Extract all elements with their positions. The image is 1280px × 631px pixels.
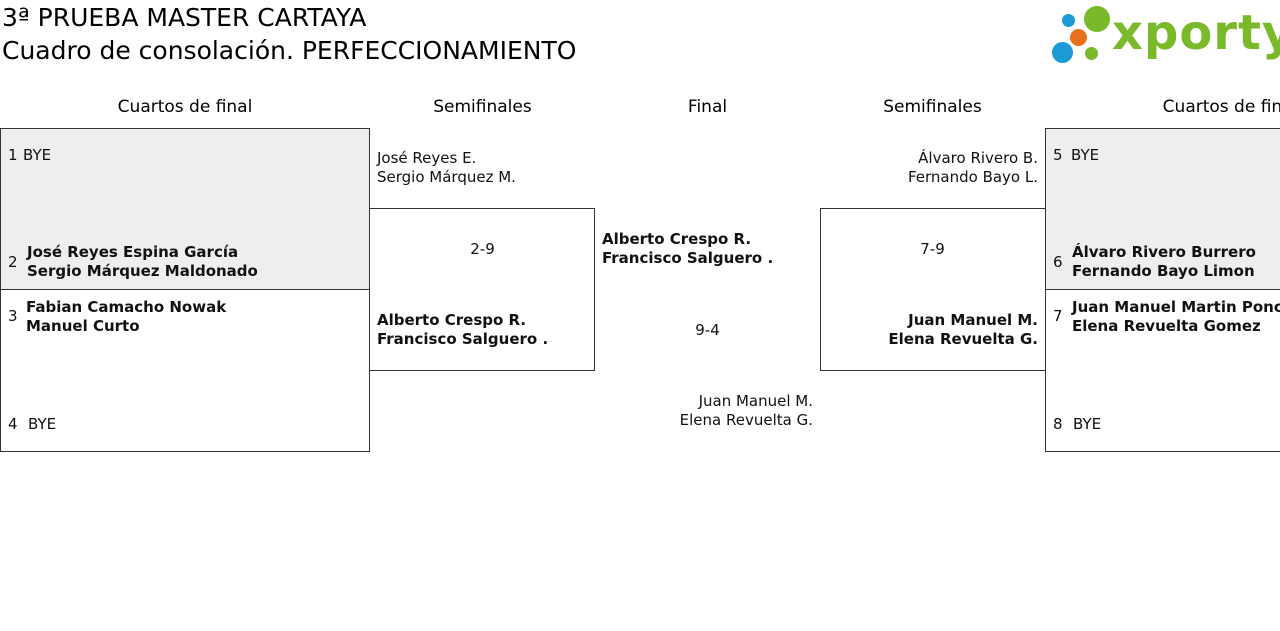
player-name: BYE xyxy=(23,146,52,164)
match-score: 7-9 xyxy=(920,240,945,258)
player-name: Francisco Salguero . xyxy=(377,330,549,348)
player-name: Manuel Curto xyxy=(26,317,140,335)
player-name: Álvaro Rivero Burrero xyxy=(1072,243,1256,261)
player-name: Elena Revuelta Gomez xyxy=(1072,317,1261,335)
player-name: Alberto Crespo R. xyxy=(602,230,752,248)
seed-number: 2 xyxy=(8,253,18,271)
player-name: Juan Manuel M. xyxy=(698,392,813,410)
page-title: 3ª PRUEBA MASTER CARTAYA xyxy=(2,3,367,32)
player-name: Fabian Camacho Nowak xyxy=(26,298,227,316)
player-name: Elena Revuelta G. xyxy=(888,330,1038,348)
player-name: Elena Revuelta G. xyxy=(679,411,813,429)
round-header-final: Final xyxy=(687,97,728,117)
round-header-sf-left: Semifinales xyxy=(433,97,532,117)
player-name: Sergio Márquez M. xyxy=(377,168,516,186)
player-name: Juan Manuel Martin Ponce xyxy=(1072,298,1280,316)
match-score: 9-4 xyxy=(695,321,720,339)
seed-number: 1 xyxy=(8,146,18,164)
round-header-qf-left: Cuartos de final xyxy=(117,97,253,117)
match-box-qf-right-2[interactable] xyxy=(1045,289,1280,452)
seed-number: 8 xyxy=(1053,415,1063,433)
seed-number: 5 xyxy=(1053,146,1063,164)
seed-number: 6 xyxy=(1053,253,1063,271)
player-name: Francisco Salguero . xyxy=(602,249,774,267)
seed-number: 7 xyxy=(1053,307,1063,325)
page-subtitle: Cuadro de consolación. PERFECCIONAMIENTO xyxy=(2,36,577,65)
player-name: BYE xyxy=(1071,146,1100,164)
logo-wordmark: xporty xyxy=(1112,5,1280,61)
player-name: Juan Manuel M. xyxy=(908,311,1038,329)
round-header-sf-right: Semifinales xyxy=(883,97,982,117)
match-box-sf-left[interactable] xyxy=(369,208,595,371)
player-name: José Reyes Espina García xyxy=(27,243,239,261)
player-name: Sergio Márquez Maldonado xyxy=(27,262,258,280)
round-header-qf-right: Cuartos de final xyxy=(1162,97,1280,117)
seed-number: 3 xyxy=(8,307,18,325)
player-name: Álvaro Rivero B. xyxy=(918,149,1038,167)
seed-number: 4 xyxy=(8,415,18,433)
match-score: 2-9 xyxy=(470,240,495,258)
player-name: Alberto Crespo R. xyxy=(377,311,527,329)
player-name: José Reyes E. xyxy=(377,149,477,167)
player-name: Fernando Bayo L. xyxy=(907,168,1038,186)
xporty-logo[interactable]: xporty xyxy=(1050,2,1280,68)
player-name: Fernando Bayo Limon xyxy=(1072,262,1255,280)
match-box-qf-right-1[interactable] xyxy=(1045,128,1280,290)
player-name: BYE xyxy=(28,415,57,433)
player-name: BYE xyxy=(1073,415,1102,433)
